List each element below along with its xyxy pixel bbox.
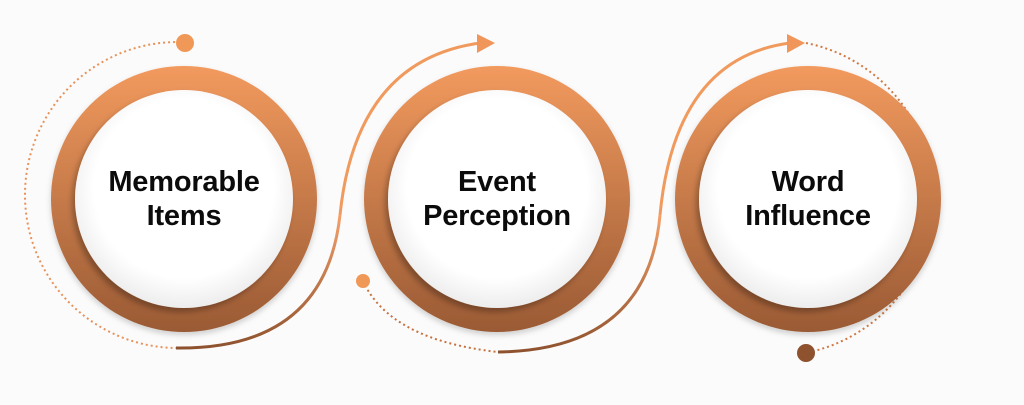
step2-ring (364, 66, 630, 332)
step2-label: Event Perception (397, 165, 597, 233)
step1-start-dot (176, 34, 194, 52)
step3-label-line1: Word (771, 166, 845, 198)
step1-solid-arc (175, 214, 342, 350)
step2-start-dot (356, 274, 370, 288)
step1-label-line1: Memorable (108, 166, 260, 198)
step1-ring (51, 66, 317, 332)
step2-dotted-bottom-arc (362, 280, 499, 353)
step3-label-line2: Influence (745, 200, 871, 232)
step2-solid-top-arc (338, 41, 481, 216)
step2-arrowhead (477, 34, 495, 53)
step1-dotted-arc (24, 40, 181, 349)
step2-solid-bottom-arc (497, 214, 662, 354)
step1-label: Memorable Items (84, 165, 284, 233)
step3-solid-top-arc (658, 41, 791, 216)
step2-label-line1: Event (458, 166, 536, 198)
step3-arrowhead (787, 34, 805, 53)
step3-label: Word Influence (708, 165, 908, 233)
step3-ring (675, 66, 941, 332)
step1-label-line2: Items (146, 200, 222, 232)
step2-label-line2: Perception (423, 200, 571, 232)
step3-end-dot (797, 344, 815, 362)
